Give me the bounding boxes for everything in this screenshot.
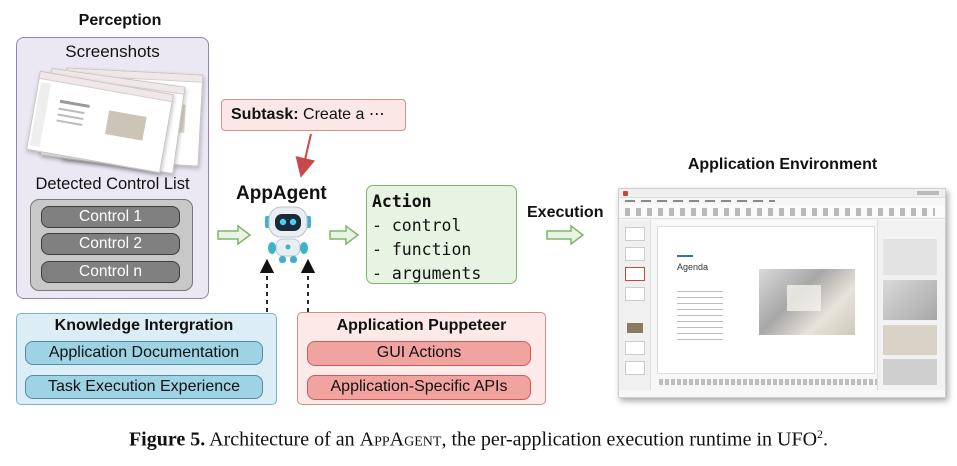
detected-control-list-label: Detected Control List — [35, 175, 190, 193]
caption-appagent: AppAgent — [359, 428, 442, 451]
puppeteer-item: Application-Specific APIs — [307, 375, 531, 400]
caption-text-after: , the per-application execution runtime … — [441, 428, 818, 451]
action-box: Action - control - function - arguments — [366, 185, 517, 284]
execution-arrow — [546, 224, 585, 246]
knowledge-item: Task Execution Experience — [25, 375, 263, 399]
screenshots-label: Screenshots — [65, 42, 160, 61]
caption-text-before: Architecture of an — [209, 428, 355, 451]
slide-title: Agenda — [677, 262, 709, 272]
subtask-arrow — [295, 133, 316, 178]
knowledge-item: Application Documentation — [25, 341, 263, 365]
application-puppeteer-title: Application Puppeteer — [336, 317, 507, 334]
caption-superscript: 2 — [817, 427, 824, 441]
application-screenshot: Agenda — [618, 188, 946, 398]
action-item: - function — [372, 240, 472, 259]
figure-caption: Figure 5. Architecture of an AppAgent, t… — [0, 427, 957, 452]
robot-icon — [265, 206, 311, 263]
application-environment-title: Application Environment — [687, 156, 878, 173]
subtask-text: Create a ⋯ — [303, 106, 385, 123]
appagent-label: AppAgent — [236, 183, 327, 204]
action-item: - arguments — [372, 264, 482, 283]
puppeteer-item: GUI Actions — [307, 341, 531, 366]
action-item: - control — [372, 216, 462, 235]
control-item: Control 2 — [41, 233, 180, 255]
knowledge-integration-title: Knowledge Intergration — [54, 317, 234, 334]
caption-figure-label: Figure 5. — [128, 428, 206, 451]
action-title: Action — [372, 192, 432, 211]
subtask-box: Subtask: Create a ⋯ — [221, 99, 406, 131]
agent-to-action-arrow — [329, 224, 360, 246]
perception-title: Perception — [78, 12, 162, 29]
control-item: Control 1 — [41, 206, 180, 228]
perception-to-agent-arrow — [217, 224, 252, 246]
caption-end: . — [823, 428, 829, 451]
execution-label: Execution — [527, 204, 604, 221]
subtask-label: Subtask: — [231, 106, 299, 123]
control-item: Control n — [41, 261, 180, 283]
